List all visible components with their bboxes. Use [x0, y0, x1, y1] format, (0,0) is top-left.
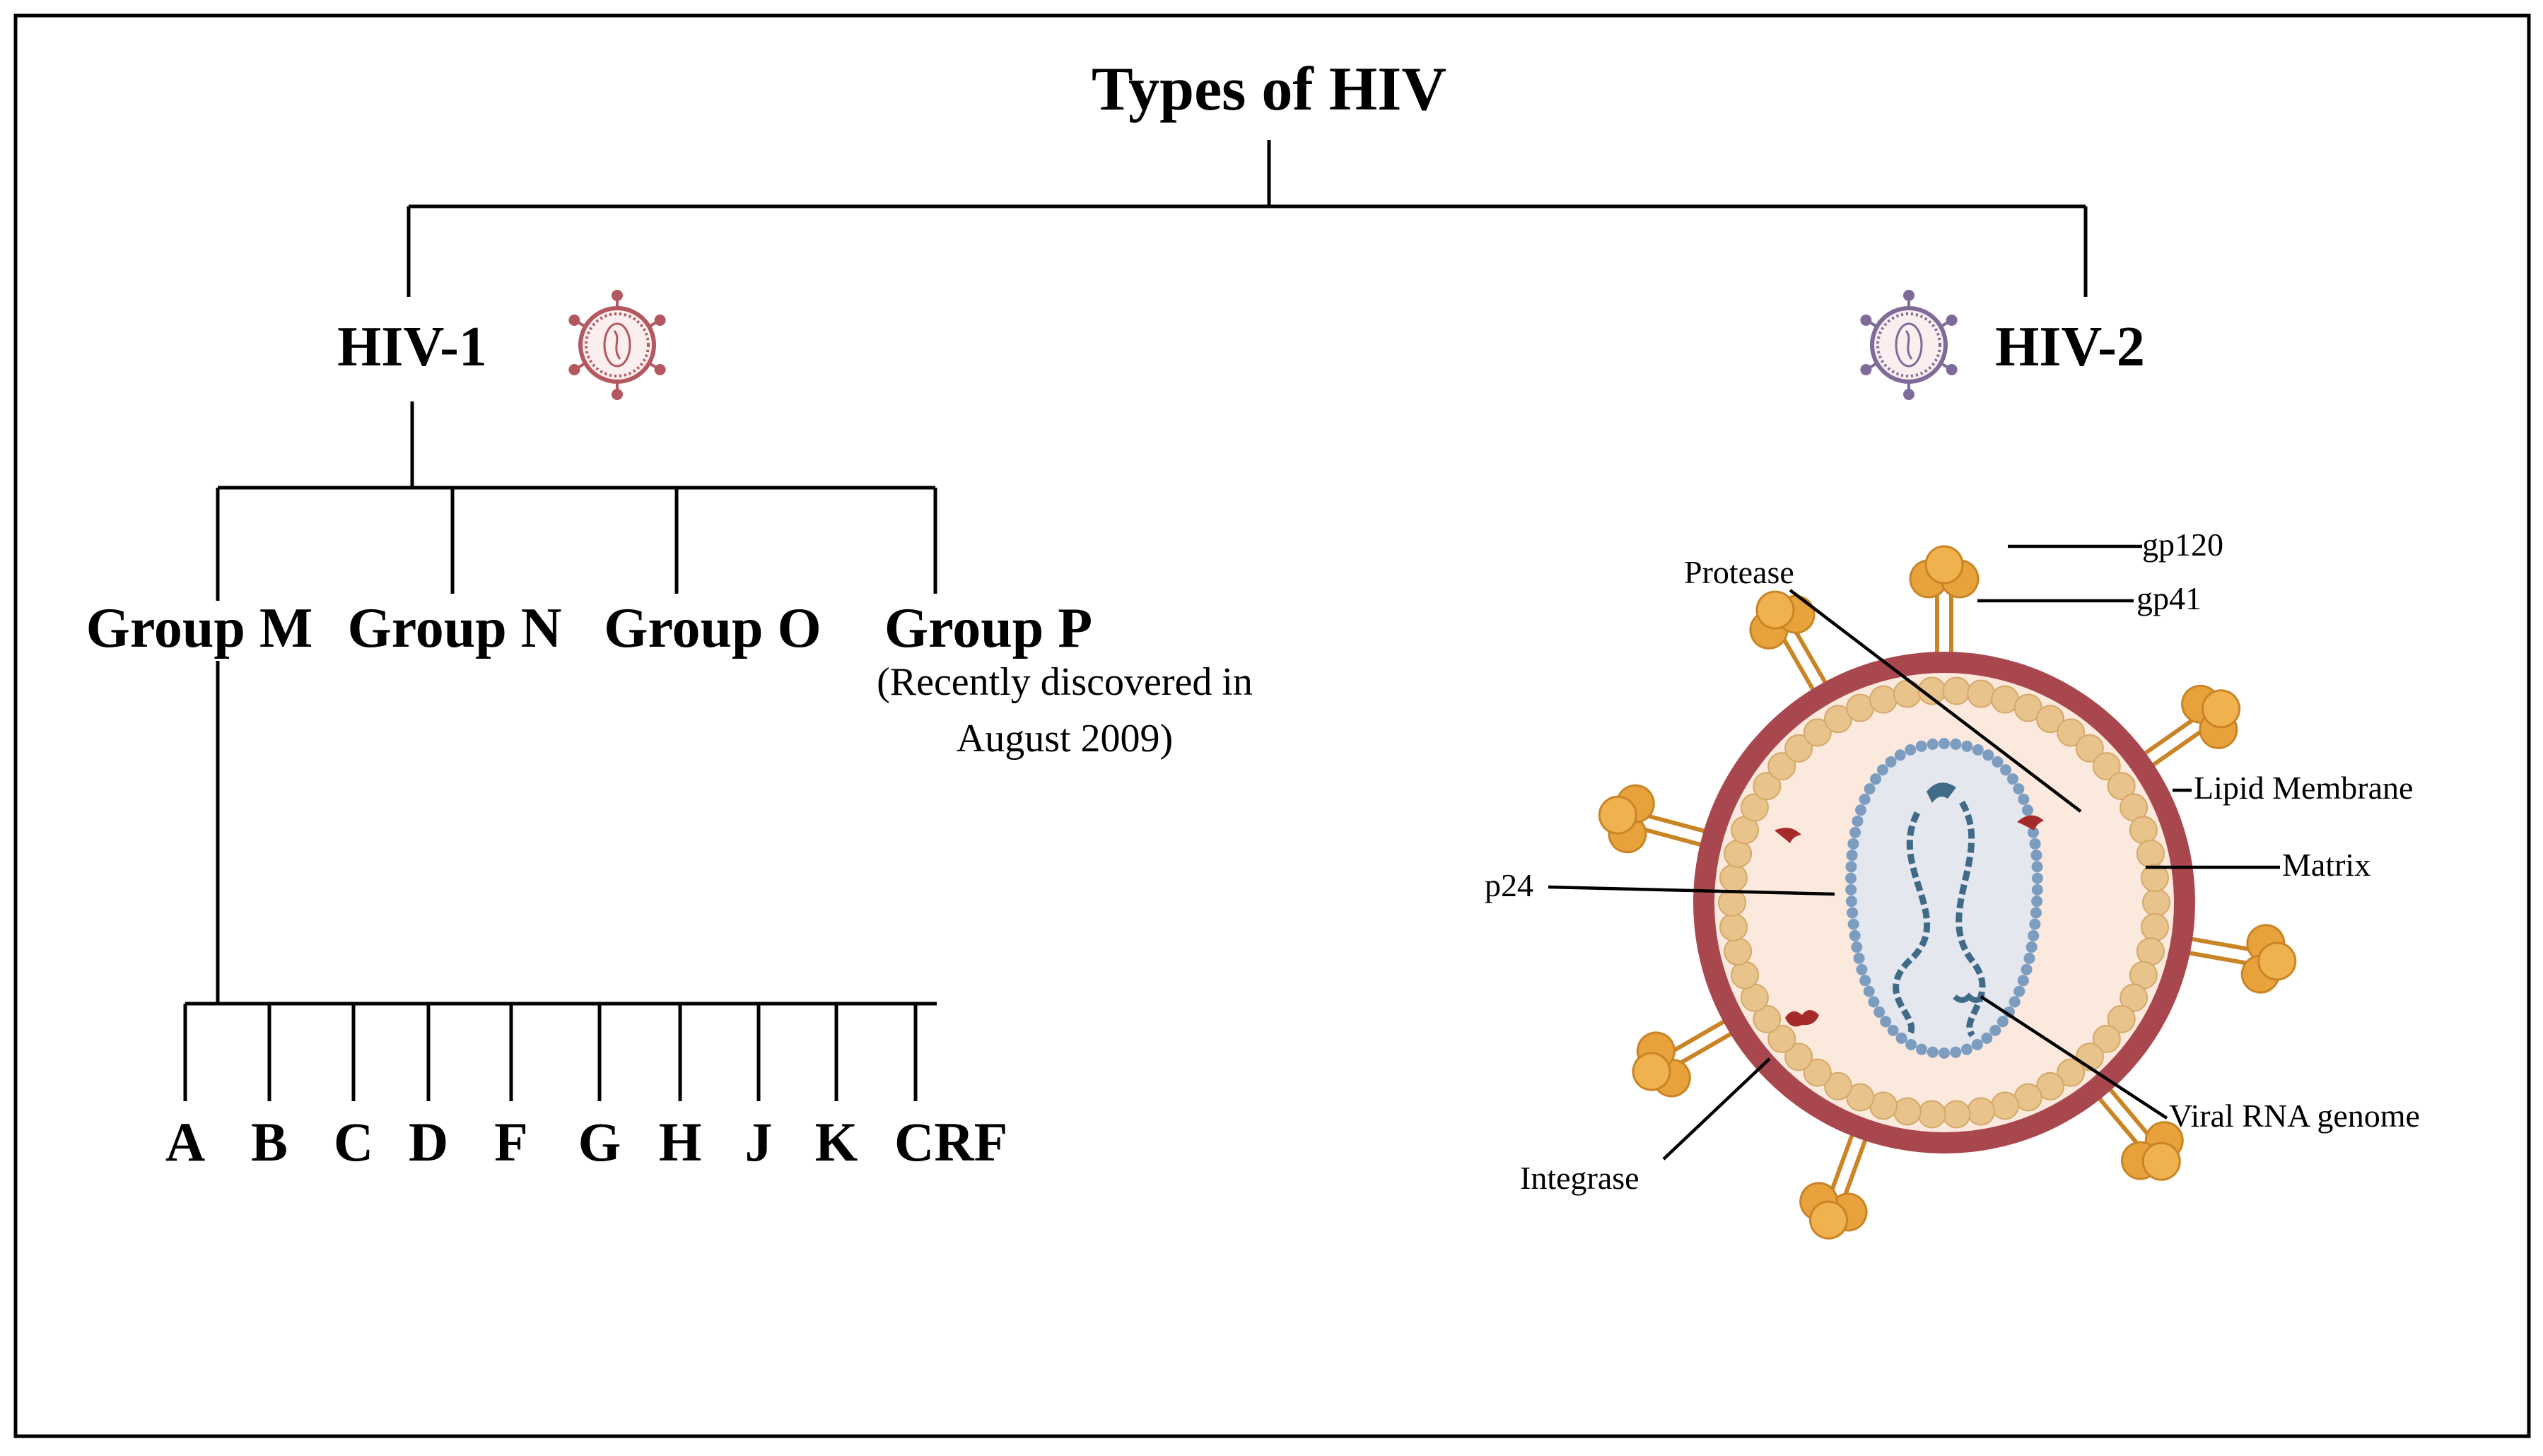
- group-n-label: Group N: [347, 597, 561, 659]
- group-m-label: Group M: [86, 597, 313, 659]
- subtype-label: H: [659, 1111, 702, 1173]
- subtype-tree-lines: [183, 661, 937, 1101]
- subtype-label: B: [251, 1111, 288, 1173]
- matrix-label: Matrix: [2282, 847, 2370, 883]
- diagram-title: Types of HIV: [1092, 55, 1446, 124]
- group-o-label: Group O: [604, 597, 822, 659]
- hiv1-label: HIV-1: [337, 316, 487, 378]
- subtype-label: K: [815, 1111, 858, 1173]
- subtype-label: G: [578, 1111, 621, 1173]
- subtype-label: D: [409, 1111, 448, 1173]
- group-p-note-line2: August 2009): [957, 717, 1173, 761]
- subtype-label: A: [165, 1111, 205, 1173]
- subtype-label: F: [494, 1111, 528, 1173]
- subtype-label: C: [334, 1111, 373, 1173]
- hiv2-label: HIV-2: [1995, 316, 2145, 378]
- group-tree-lines: [216, 401, 937, 601]
- type-tree-lines: [407, 140, 2088, 297]
- hiv1-virus-icon: [568, 290, 666, 400]
- subtype-label: CRF: [894, 1111, 1007, 1173]
- p24-label: p24: [1485, 867, 1533, 903]
- group-p-note-line1: (Recently discovered in: [877, 660, 1253, 704]
- virion-annotation-lines: [1548, 544, 2280, 1161]
- subtype-label: J: [745, 1111, 773, 1173]
- gp41-label: gp41: [2136, 580, 2202, 616]
- gp120-label: gp120: [2142, 527, 2223, 563]
- hiv-virion-illustration: [1598, 545, 2297, 1240]
- diagram-frame: [13, 13, 2531, 1438]
- viral-rna-genome-label: Viral RNA genome: [2169, 1098, 2420, 1134]
- protease-label: Protease: [1684, 554, 1794, 590]
- integrase-label: Integrase: [1520, 1160, 1639, 1196]
- lipid-membrane-label: Lipid Membrane: [2194, 770, 2413, 806]
- hiv2-virus-icon: [1860, 290, 1958, 400]
- group-p-label: Group P: [884, 597, 1092, 659]
